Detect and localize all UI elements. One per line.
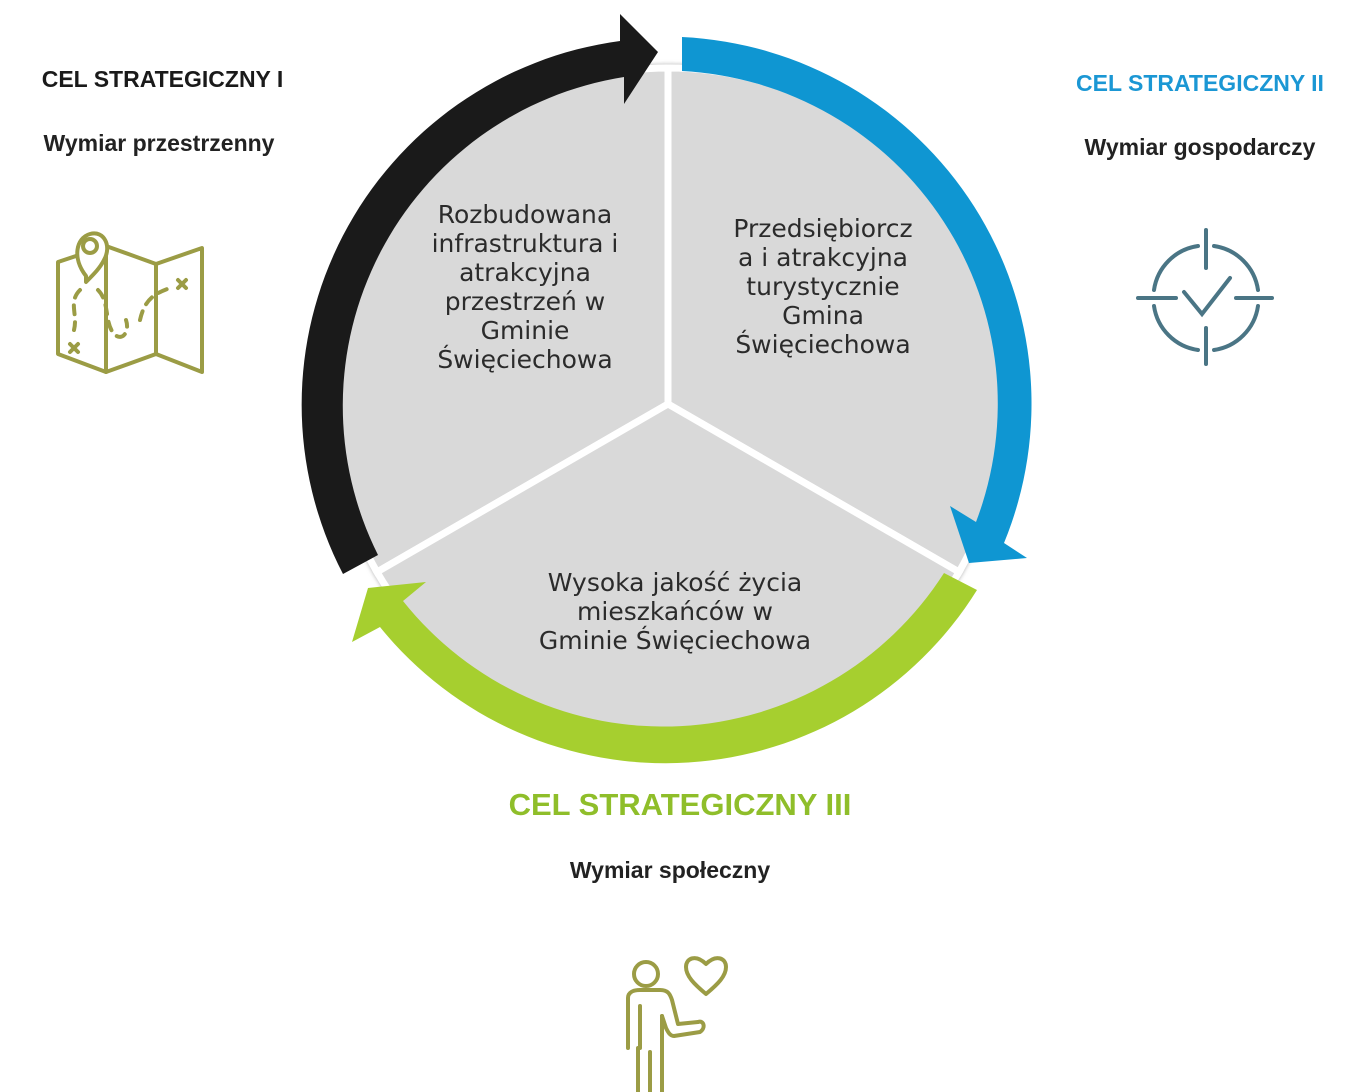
arrow-green bbox=[352, 573, 977, 764]
sector-line: Gmina bbox=[782, 301, 864, 330]
sector-text-social: Wysoka jakość życia mieszkańców w Gminie… bbox=[480, 568, 870, 655]
sector-line: Gminie bbox=[480, 316, 570, 345]
sector-line: atrakcyjna bbox=[459, 258, 591, 287]
sector-line: Święciechowa bbox=[735, 330, 911, 359]
map-icon bbox=[56, 231, 204, 374]
person-heart-icon bbox=[626, 956, 728, 1092]
sector-line: Święciechowa bbox=[437, 345, 613, 374]
target-check-icon bbox=[1136, 228, 1274, 366]
goal-1-title: CEL STRATEGICZNY I bbox=[41, 66, 284, 92]
goal-2-title: CEL STRATEGICZNY II bbox=[1076, 70, 1324, 96]
goal-1-subtitle: Wymiar przestrzenny bbox=[43, 130, 275, 156]
sector-text-spatial: Rozbudowana infrastruktura i atrakcyjna … bbox=[380, 200, 670, 374]
sector-line: a i atrakcyjna bbox=[737, 243, 908, 272]
sector-line: Przedsiębiorcz bbox=[733, 214, 913, 243]
sector-line: Rozbudowana bbox=[437, 200, 613, 229]
sector-line: Wysoka jakość życia bbox=[547, 568, 803, 597]
sector-text-economic: Przedsiębiorcz a i atrakcyjna turystyczn… bbox=[688, 214, 958, 359]
sector-line: mieszkańców w bbox=[577, 597, 773, 626]
sector-line: Gminie Święciechowa bbox=[538, 626, 812, 655]
sector-line: turystycznie bbox=[746, 272, 900, 301]
arrow-black bbox=[301, 14, 658, 574]
sector-line: infrastruktura i bbox=[431, 229, 619, 258]
goal-3-subtitle: Wymiar społeczny bbox=[569, 857, 771, 883]
goal-3-title: CEL STRATEGICZNY III bbox=[508, 787, 852, 822]
sector-line: przestrzeń w bbox=[444, 287, 606, 316]
arrow-blue bbox=[682, 37, 1032, 563]
goal-2-subtitle: Wymiar gospodarczy bbox=[1084, 134, 1316, 160]
